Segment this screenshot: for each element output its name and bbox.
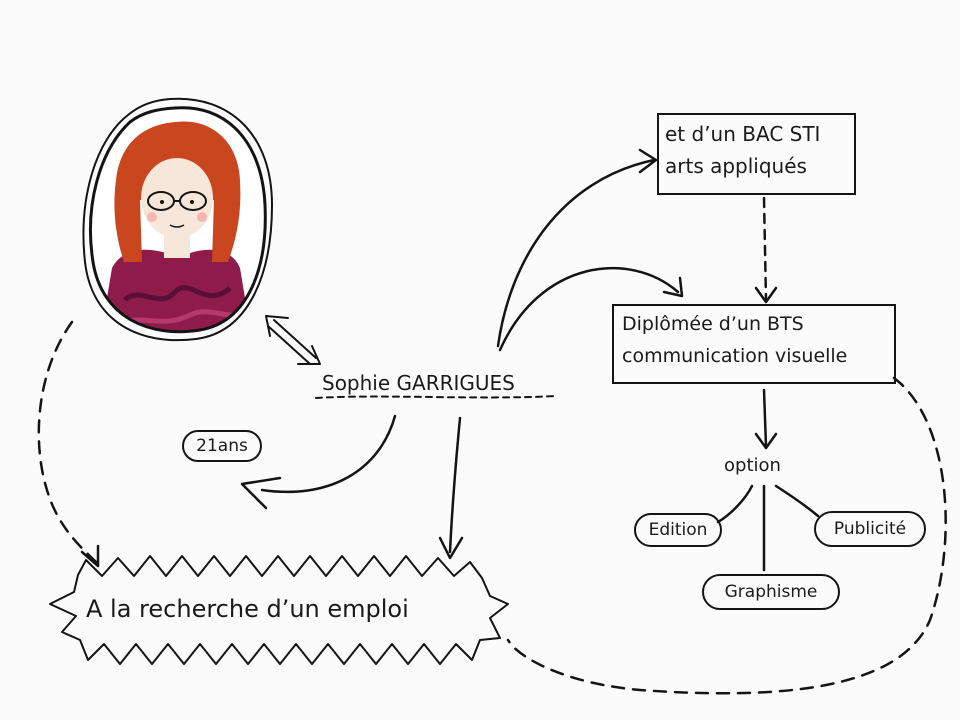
sweater (100, 249, 252, 332)
portrait-avatar (82, 97, 273, 342)
bts-line-2: communication visuelle (622, 345, 848, 367)
arrow-bts-to-option (754, 388, 778, 450)
age-bubble: 21ans (182, 430, 262, 462)
goal-burst (49, 555, 509, 665)
bac-line-2: arts appliqués (665, 154, 807, 178)
bts-line-1: Diplômée d’un BTS (622, 313, 804, 335)
bac-line-1: et d’un BAC STI (665, 122, 821, 146)
bts-box: Diplômée d’un BTS communication visuelle (612, 304, 896, 384)
arrow-name-to-age (240, 414, 397, 510)
arrow-name-to-goal (438, 416, 464, 560)
option-label: option (724, 455, 781, 476)
option-publicite-label: Publicité (833, 519, 907, 539)
bac-box: et d’un BAC STI arts appliqués (657, 113, 856, 195)
goal-label: A la recherche d’un emploi (86, 595, 409, 623)
arrow-name-to-bts (498, 266, 684, 352)
option-edition-label: Edition (648, 520, 708, 540)
option-graphisme-label: Graphisme (724, 582, 818, 602)
arrow-name-to-bac (496, 148, 658, 348)
person-name: Sophie GARRIGUES (322, 371, 515, 395)
dashed-loop-bts-to-goal (506, 376, 947, 695)
dashed-arrow-bac-to-bts (754, 196, 778, 304)
option-publicite: Publicité (814, 511, 926, 547)
age-label: 21ans (196, 436, 248, 456)
double-arrow-portrait-name (265, 315, 321, 365)
option-edition: Edition (634, 513, 722, 547)
option-graphisme: Graphisme (702, 574, 840, 610)
dashed-arrow-portrait-to-goal (37, 320, 100, 568)
option-branches (716, 484, 820, 572)
face (141, 158, 213, 238)
name-underline (315, 395, 557, 399)
